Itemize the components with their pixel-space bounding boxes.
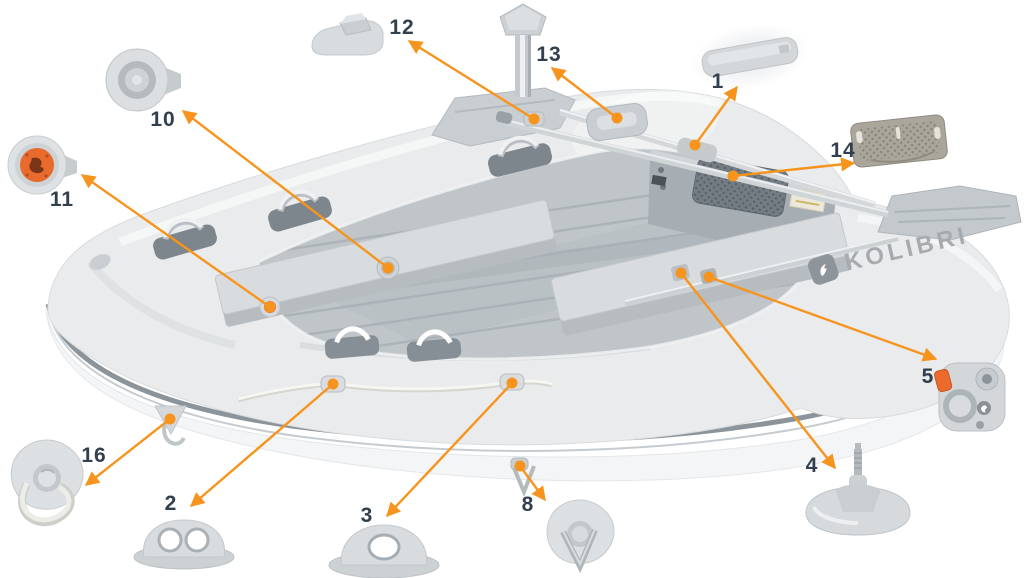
part-single-rope-guide-image xyxy=(328,524,440,578)
callout-number-13: 13 xyxy=(536,43,562,66)
marker-dot-16 xyxy=(164,413,176,425)
callout-number-8: 8 xyxy=(521,493,535,516)
part-oarlock-pin-mount-image xyxy=(805,443,911,536)
arrow-11 xyxy=(80,174,271,308)
part-carry-handle-image xyxy=(690,23,810,91)
marker-dot-1 xyxy=(689,139,701,151)
arrow-5 xyxy=(708,275,938,362)
callout-number-4: 4 xyxy=(805,454,819,477)
part-oar-clamp-image xyxy=(934,362,1006,432)
part-transom-step-plate-image xyxy=(850,114,948,168)
arrow-2 xyxy=(189,383,334,507)
arrow-13 xyxy=(550,67,618,119)
callout-number-16: 16 xyxy=(81,444,107,467)
marker-dot-5 xyxy=(703,271,715,283)
oar-blade-right xyxy=(877,185,1022,241)
brand-logo: KOLIBRI xyxy=(805,222,972,287)
arrow-14 xyxy=(732,157,856,178)
arrow-4 xyxy=(680,272,836,470)
side-handle-mounted xyxy=(324,326,380,359)
callout-number-3: 3 xyxy=(360,504,374,527)
marker-dot-12 xyxy=(528,113,540,125)
marker-dot-8 xyxy=(514,460,526,472)
callout-arrows xyxy=(80,39,938,518)
part-air-valve-image xyxy=(105,48,181,112)
marker-dot-10 xyxy=(382,262,394,274)
marker-dot-3 xyxy=(506,377,518,389)
callout-number-5: 5 xyxy=(921,365,935,388)
arrow-1 xyxy=(694,85,738,146)
arrow-3 xyxy=(386,382,513,518)
brand-emblem-icon xyxy=(805,251,841,287)
callout-number-1: 1 xyxy=(711,70,725,93)
callout-number-2: 2 xyxy=(164,492,178,515)
arrow-12 xyxy=(407,39,535,121)
carry-handle-mounted xyxy=(487,135,553,177)
callout-number-14: 14 xyxy=(830,139,856,162)
marker-dot-2 xyxy=(327,378,339,390)
marker-dot-14 xyxy=(727,170,739,182)
callout-number-12: 12 xyxy=(389,16,415,39)
arrow-16 xyxy=(84,418,171,486)
arrow-10 xyxy=(181,110,389,269)
marker-dot-13 xyxy=(611,112,623,124)
callout-number-11: 11 xyxy=(49,188,75,211)
oars xyxy=(431,87,1022,306)
oar-rail xyxy=(624,235,899,306)
carry-handle-mounted xyxy=(268,189,332,232)
marker-dot-11 xyxy=(264,301,276,313)
part-rail-end-mount-image xyxy=(311,13,384,56)
callout-number-10: 10 xyxy=(150,108,176,131)
part-triangle-hook-pad-image xyxy=(546,499,615,574)
marker-dot-4 xyxy=(675,267,687,279)
part-oarlock-post-image xyxy=(499,3,547,97)
arrow-8 xyxy=(519,465,546,502)
part-air-valve-orange-image xyxy=(7,135,77,195)
part-double-rope-guide-image xyxy=(133,519,235,570)
side-handle-mounted xyxy=(406,329,462,362)
part-bow-ring-pad-image xyxy=(10,439,84,527)
